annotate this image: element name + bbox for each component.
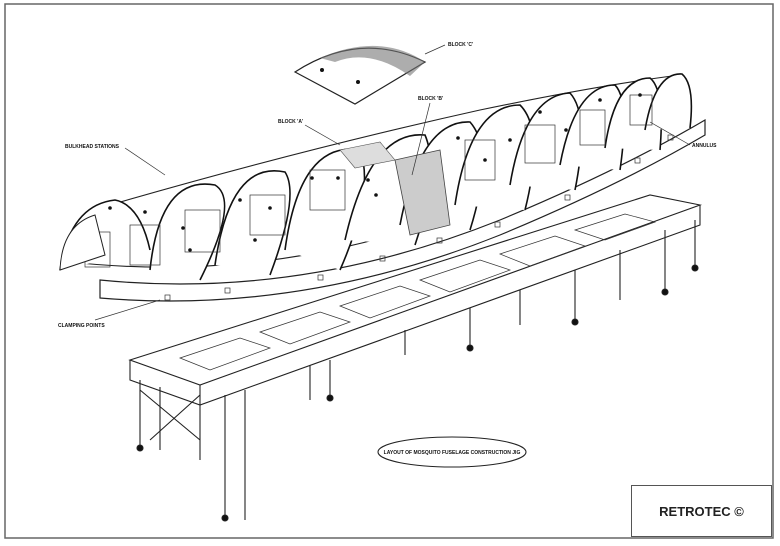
construction-jig xyxy=(128,194,703,522)
fuselage-assembly xyxy=(59,73,706,302)
label-bulkhead-stations: BULKHEAD STATIONS xyxy=(65,144,120,150)
label-block-top: BLOCK 'C' xyxy=(448,42,473,48)
label-block-left: BLOCK 'A' xyxy=(278,119,303,125)
drawing-frame xyxy=(4,3,774,539)
detached-block xyxy=(293,44,446,105)
label-block-right: BLOCK 'B' xyxy=(418,96,443,102)
label-annulus: ANNULUS xyxy=(692,143,717,149)
title-block: RETROTEC © xyxy=(631,485,772,537)
drawing-caption: LAYOUT OF MOSQUITO FUSELAGE CONSTRUCTION… xyxy=(384,450,521,456)
label-clamping-points: CLAMPING POINTS xyxy=(58,323,105,329)
caption-ellipse xyxy=(377,436,527,468)
